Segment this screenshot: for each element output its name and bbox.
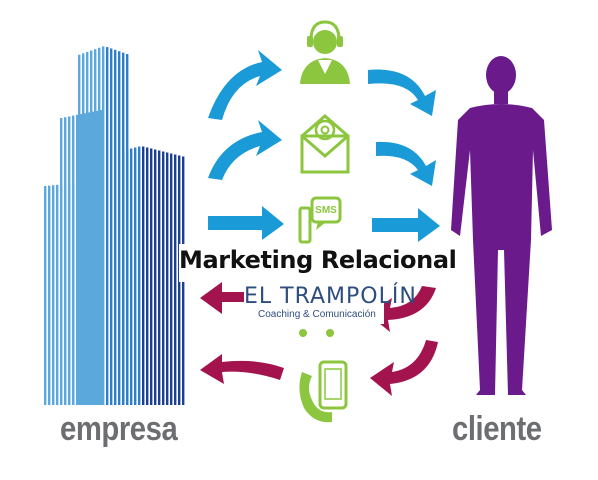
arrow-building-to-sms: [208, 206, 284, 240]
arrow-building-to-email: [208, 120, 282, 180]
arrow-client-to-mobile: [370, 340, 438, 396]
mobile-phone-icon: [299, 360, 348, 423]
dots-icon: [299, 329, 334, 337]
sms-text: SMS: [315, 205, 337, 216]
email-envelope-icon: [300, 114, 350, 174]
building-icon: [44, 46, 185, 406]
brand-name: EL TRAMPOLÍN: [244, 284, 417, 309]
arrow-mobile-to-building: [200, 354, 284, 384]
arrow-email-to-client: [376, 141, 436, 186]
arrow-logo-to-building: [200, 282, 244, 314]
arrow-client-to-logo: [368, 286, 436, 332]
label-cliente: cliente: [452, 410, 542, 448]
diagram-title: Marketing Relacional: [179, 246, 457, 274]
arrow-phone-to-client: [368, 69, 436, 116]
label-empresa: empresa: [60, 410, 178, 448]
arrow-building-to-phone: [208, 50, 282, 120]
brand-tagline: Coaching & Comunicación: [258, 309, 376, 320]
title-banner: Marketing Relacional: [179, 244, 457, 282]
person-silhouette-icon: [451, 56, 552, 395]
arrow-sms-to-client: [372, 208, 440, 242]
brand-logo: EL TRAMPOLÍN Coaching & Comunicación: [244, 284, 416, 324]
headset-agent-icon: [300, 20, 350, 84]
sms-bubble-icon: [298, 196, 342, 244]
